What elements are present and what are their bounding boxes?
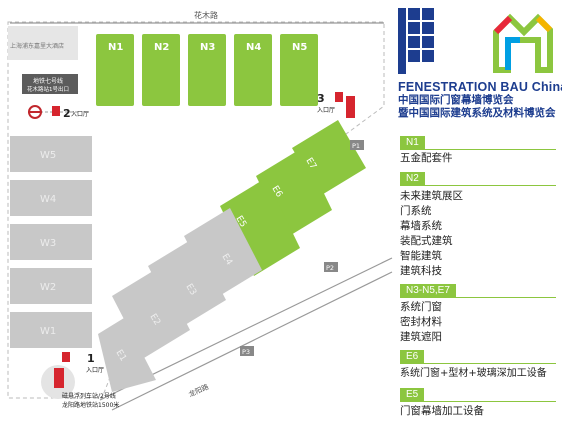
maglev-label-2: 龙阳路地铁站1500米 xyxy=(62,401,119,409)
halls-east: E7 E6 E5 E4 E3 E2 E1 xyxy=(98,120,366,392)
hall-w1 xyxy=(10,312,92,348)
parking-p3 xyxy=(240,346,254,356)
hall-n4 xyxy=(234,34,272,106)
zone-item: 装配式建筑 xyxy=(400,235,453,247)
hall-n2-label: N2 xyxy=(154,42,169,53)
hall-w5-label: W5 xyxy=(40,150,56,161)
metro-box xyxy=(22,74,78,94)
hall-n1-label: N1 xyxy=(108,42,123,53)
zone-divider xyxy=(400,363,556,364)
hall-n4-label: N4 xyxy=(246,42,261,53)
zone-item: 五金配套件 xyxy=(400,152,453,164)
metro-label-2: 花木路站1号出口 xyxy=(27,85,69,93)
parking-p1 xyxy=(350,140,364,150)
street-top-label: 花木路 xyxy=(194,10,218,20)
hall-e5 xyxy=(220,178,300,276)
entrance-2-number: 2 xyxy=(63,107,71,120)
brand-name-cn: 中国国际门窗幕墙博览会 xyxy=(398,94,514,106)
hall-w3 xyxy=(10,224,92,260)
entrance-1-marker xyxy=(62,352,70,362)
fenestration-logo-icon xyxy=(398,8,434,74)
entrance-2-marker xyxy=(52,106,60,116)
entrance-2-label: 入口厅 xyxy=(71,111,89,118)
zone-item: 门窗幕墙加工设备 xyxy=(400,405,484,417)
entrance-1-label: 入口厅 xyxy=(86,367,104,374)
zone-divider xyxy=(400,297,556,298)
brand-block: FENESTRATION BAU China 中国国际门窗幕墙博览会 暨中国国际… xyxy=(398,80,562,120)
zone-item: 智能建筑 xyxy=(400,250,442,262)
zone-item: 建筑遮阳 xyxy=(400,331,442,343)
hall-n5 xyxy=(280,34,318,106)
entrance-3-sign xyxy=(346,96,355,118)
street-bottom-road-2 xyxy=(111,271,393,411)
entrance-1-sign xyxy=(54,368,64,388)
street-bottom-label: 龙阳路 xyxy=(187,382,210,399)
zone-item: 系统门窗+型材+玻璃深加工设备 xyxy=(400,368,547,379)
hall-n3-label: N3 xyxy=(200,42,215,53)
zone-divider xyxy=(400,149,556,150)
zone-item: 密封材料 xyxy=(400,316,442,328)
parking-p2-label: P2 xyxy=(326,264,334,272)
hall-n3 xyxy=(188,34,226,106)
hall-w2 xyxy=(10,268,92,304)
zone-item: 幕墙系统 xyxy=(400,220,442,232)
hall-w1-label: W1 xyxy=(40,326,56,337)
zone-item: 系统门窗 xyxy=(400,301,442,313)
brand-subtitle-cn: 暨中国国际建筑系统及材料博览会 xyxy=(398,107,556,119)
zone-tag-n3-n5-e7: N3-N5,E7 xyxy=(400,284,456,297)
hall-w2-label: W2 xyxy=(40,282,56,293)
zone-item: 未来建筑展区 xyxy=(400,190,463,202)
parking-p2 xyxy=(324,262,338,272)
hall-n2 xyxy=(142,34,180,106)
hotel-block xyxy=(8,26,78,60)
hall-e6 xyxy=(256,148,332,238)
zone-divider xyxy=(400,401,556,402)
parking-p3-label: P3 xyxy=(242,348,250,356)
metro-label-1: 地铁七号线 xyxy=(33,77,63,85)
entrance-3-number: 3 xyxy=(317,92,325,105)
zone-tag-n2: N2 xyxy=(400,172,425,185)
hall-w3-label: W3 xyxy=(40,238,56,249)
hall-e3 xyxy=(148,238,226,328)
hall-w4-label: W4 xyxy=(40,194,56,205)
hall-e1 xyxy=(98,318,156,392)
zone-item: 门系统 xyxy=(400,205,432,217)
zone-item: 建筑科技 xyxy=(400,265,442,277)
hall-n5-label: N5 xyxy=(292,42,307,53)
entrance-3-marker xyxy=(335,92,343,102)
parking-p1-label: P1 xyxy=(352,142,360,150)
legend-panel: FENESTRATION BAU China 中国国际门窗幕墙博览会 暨中国国际… xyxy=(396,0,562,430)
zone-tag-e6: E6 xyxy=(400,350,425,363)
zone-tag-e5: E5 xyxy=(400,388,425,401)
metro-icon-bar xyxy=(28,111,42,113)
entrance-3-label: 入口厅 xyxy=(317,107,335,114)
halls-north: N1 N2 N3 N4 N5 xyxy=(96,34,318,106)
maglev-label-1: 磁悬浮列车站/2号线 xyxy=(62,392,116,400)
brand-name-en: FENESTRATION BAU China xyxy=(398,80,562,94)
hall-w5 xyxy=(10,136,92,172)
hotel-label: 上海浦东嘉里大酒店 xyxy=(10,42,64,50)
hall-w4 xyxy=(10,180,92,216)
hall-e2 xyxy=(112,268,190,358)
halls-west: W5 W4 W3 W2 W1 xyxy=(10,136,92,348)
entrance-1-number: 1 xyxy=(87,352,95,365)
hall-n1 xyxy=(96,34,134,106)
hall-e4 xyxy=(184,208,262,298)
zone-divider xyxy=(400,185,556,186)
bau-arch-logo-icon xyxy=(493,13,553,73)
zone-tag-n1: N1 xyxy=(400,136,425,149)
